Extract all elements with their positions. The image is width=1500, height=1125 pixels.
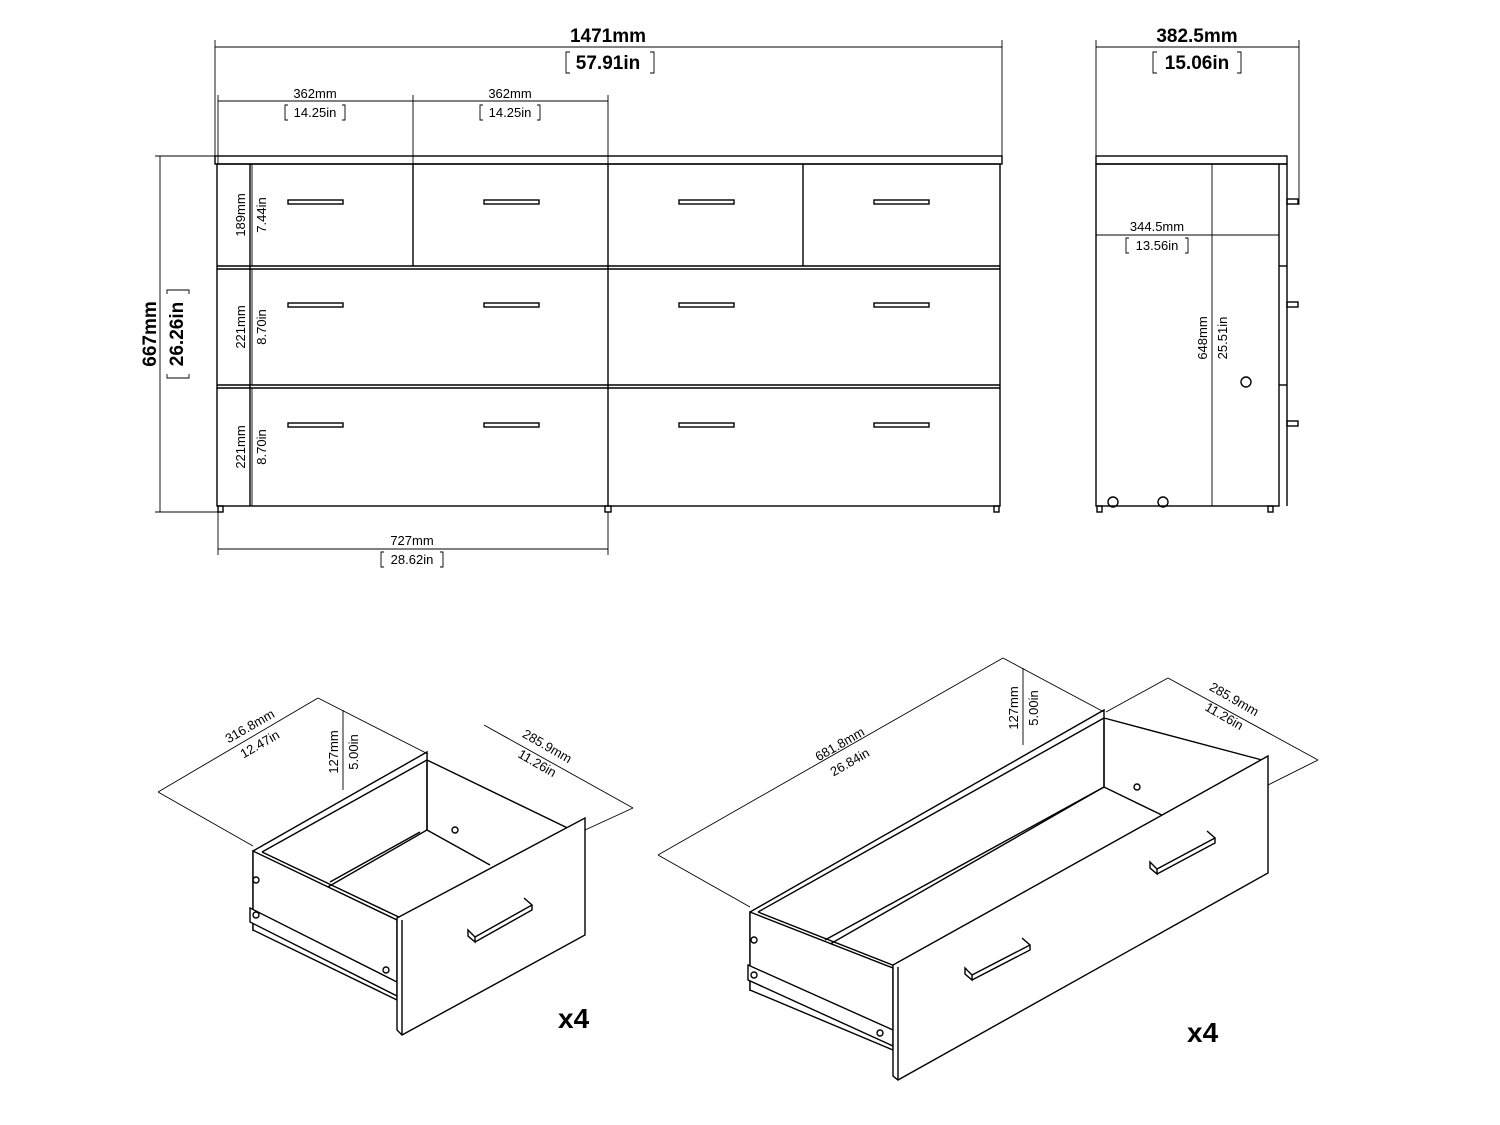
small-drawer-depth-dimension: 285.9mm 11.26in — [483, 724, 634, 831]
drawer-handles — [287, 199, 930, 428]
handle — [287, 302, 344, 308]
side-inner-height-dimension: 648mm 25.51in — [1195, 164, 1230, 506]
drawer-width-2-mm: 362mm — [488, 86, 531, 101]
small-drawer-height-mm: 127mm — [326, 730, 341, 773]
small-drawer-height-dimension: 127mm 5.00in — [326, 710, 361, 790]
handle — [873, 422, 930, 428]
drawer-width-1-in: 14.25in — [294, 105, 337, 120]
handle — [873, 199, 930, 205]
side-depth-in: 15.06in — [1165, 53, 1229, 74]
half-width-dimension: 727mm 28.62in — [217, 512, 609, 568]
drawer-width-dimension-1: 362mm 14.25in — [217, 86, 414, 164]
large-drawer-height-in: 5.00in — [1026, 690, 1041, 725]
handle — [483, 199, 540, 205]
overall-width-dimension: 1471mm 57.91in — [214, 26, 1003, 156]
half-width-in: 28.62in — [391, 552, 434, 567]
bottom-drawer-height-in: 8.70in — [254, 429, 269, 464]
small-drawer-isometric: 316.8mm 12.47in 127mm 5.00in 285.9mm 11.… — [157, 697, 634, 1036]
overall-height-mm: 667mm — [140, 301, 161, 367]
large-drawer-height-dimension: 127mm 5.00in — [1006, 668, 1041, 745]
drawer-width-2-in: 14.25in — [489, 105, 532, 120]
handle — [678, 422, 735, 428]
side-inner-depth-mm: 344.5mm — [1130, 219, 1184, 234]
large-drawer-height-mm: 127mm — [1006, 686, 1021, 729]
top-drawer-height-mm: 189mm — [233, 193, 248, 236]
side-view: 382.5mm 15.06in 344.5mm 13.56in 648mm 25… — [1095, 26, 1300, 513]
handle — [678, 302, 735, 308]
handle — [287, 199, 344, 205]
handle — [678, 199, 735, 205]
side-depth-dimension: 382.5mm 15.06in — [1095, 26, 1300, 205]
drawer-width-dimension-2: 362mm 14.25in — [413, 86, 609, 164]
dresser-top — [214, 155, 1003, 165]
side-inner-height-mm: 648mm — [1195, 316, 1210, 359]
mid-drawer-height-dimension: 221mm 8.70in — [233, 269, 269, 385]
front-view: 1471mm 57.91in 362mm 14.25in 362mm 14.25… — [140, 26, 1003, 568]
drawer-width-1-mm: 362mm — [293, 86, 336, 101]
side-inner-depth-in: 13.56in — [1136, 238, 1179, 253]
large-drawer-depth-dimension: 285.9mm 11.26in — [1105, 677, 1319, 786]
half-width-mm: 727mm — [390, 533, 433, 548]
top-drawer-height-dimension: 189mm 7.44in — [233, 164, 269, 266]
small-drawer-quantity: x4 — [558, 1003, 590, 1034]
large-drawer-quantity: x4 — [1187, 1017, 1219, 1048]
side-inner-depth-dimension: 344.5mm 13.56in — [1096, 219, 1279, 254]
mid-drawer-height-in: 8.70in — [254, 309, 269, 344]
small-drawer-height-in: 5.00in — [346, 734, 361, 769]
side-body — [1095, 163, 1280, 507]
handle — [483, 422, 540, 428]
side-top — [1095, 155, 1288, 165]
overall-width-in: 57.91in — [576, 53, 640, 74]
handle — [287, 422, 344, 428]
overall-height-in: 26.26in — [167, 302, 188, 366]
overall-width-mm: 1471mm — [570, 26, 646, 47]
overall-height-dimension: 667mm 26.26in — [140, 155, 218, 513]
side-inner-height-in: 25.51in — [1215, 317, 1230, 360]
side-depth-mm: 382.5mm — [1156, 26, 1237, 47]
large-drawer-isometric: 681.8mm 26.84in 127mm 5.00in 285.9mm 11.… — [657, 657, 1319, 1081]
handle — [873, 302, 930, 308]
bottom-drawer-height-mm: 221mm — [233, 425, 248, 468]
bottom-drawer-height-dimension: 221mm 8.70in — [233, 388, 269, 506]
top-drawer-height-in: 7.44in — [254, 197, 269, 232]
mid-drawer-height-mm: 221mm — [233, 305, 248, 348]
handle — [483, 302, 540, 308]
